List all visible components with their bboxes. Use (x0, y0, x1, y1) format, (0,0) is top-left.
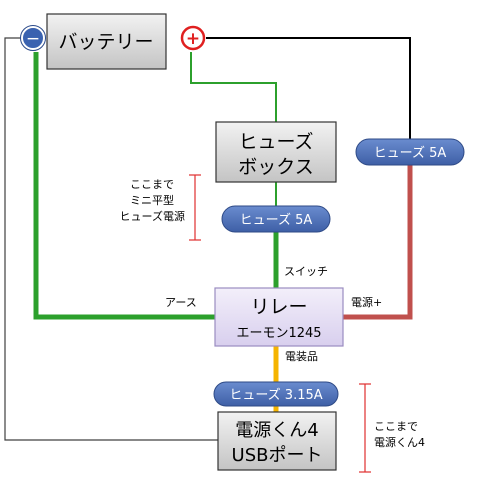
plus-sign: + (186, 29, 200, 49)
usb-range-line2: 電源くん4 (374, 435, 425, 449)
fuse-pill-bottom: ヒューズ 3.15A (213, 381, 339, 407)
relay-line2: エーモン1245 (236, 326, 321, 341)
relay-line1: リレー (250, 296, 307, 318)
battery-label: バッテリー (58, 31, 153, 53)
minus-sign: − (26, 29, 40, 49)
usb-range-annotation: ここまで 電源くん4 (359, 383, 425, 473)
power-plus-label: 電源+ (351, 295, 382, 309)
switch-label: スイッチ (284, 265, 328, 278)
fuse-box: ヒューズ ボックス (215, 121, 337, 183)
battery-minus-terminal: − (20, 25, 46, 51)
usb-line2: USBポート (232, 445, 323, 466)
accessory-label: 電装品 (285, 350, 318, 363)
fuse-label-top-right: ヒューズ 5A (374, 145, 447, 161)
fuse-box-line1: ヒューズ (238, 131, 313, 153)
mini-fuse-line3: ヒューズ電源 (120, 209, 185, 223)
fuse-label-bottom: ヒューズ 3.15A (229, 387, 322, 403)
mini-fuse-line2: ミニ平型 (130, 193, 174, 207)
battery-plus-terminal: + (180, 25, 206, 51)
battery-plus-wire (206, 37, 411, 140)
fuse-pill-top-right: ヒューズ 5A (355, 138, 465, 166)
mini-fuse-line1: ここまで (130, 178, 174, 191)
usb-port-box: 電源くん4 USBポート (217, 411, 337, 471)
fuse-label-middle: ヒューズ 5A (240, 212, 313, 228)
fuse-pill-middle: ヒューズ 5A (221, 205, 331, 233)
mini-fuse-annotation: ここまで ミニ平型 ヒューズ電源 (120, 174, 201, 241)
battery-box: バッテリー (46, 13, 167, 70)
mini-fuse-bracket (189, 174, 201, 241)
earth-label: アース (165, 296, 197, 309)
fuse-box-line2: ボックス (238, 156, 313, 178)
usb-range-line1: ここまで (374, 420, 418, 433)
usb-line1: 電源くん4 (235, 420, 318, 441)
earth-wire (33, 52, 215, 320)
usb-range-bracket (359, 383, 371, 473)
fusebox-feed-wire (190, 52, 277, 122)
ground-wire (4, 37, 218, 441)
relay-box: リレー エーモン1245 (214, 287, 344, 347)
relay-power-wire (343, 164, 413, 320)
